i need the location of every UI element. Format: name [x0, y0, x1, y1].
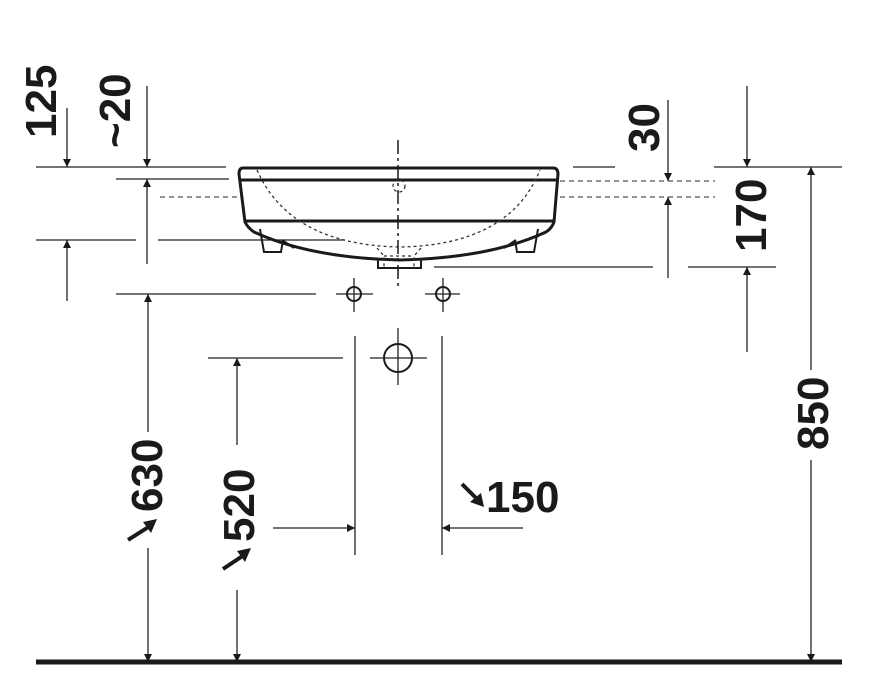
- fixing-hole-left: [336, 278, 373, 312]
- waste-outlet-symbol: [370, 328, 427, 385]
- dimension-150: 150: [273, 473, 559, 532]
- svg-text:850: 850: [789, 377, 838, 450]
- rim-reference-lines: [36, 166, 842, 359]
- svg-text:125: 125: [17, 65, 66, 138]
- fixing-hole-right: [425, 278, 460, 312]
- dimension-125: 125: [17, 65, 71, 301]
- dimension-30: 30: [620, 100, 672, 278]
- dimension-630: 630: [123, 294, 172, 662]
- svg-text:520: 520: [215, 469, 264, 542]
- svg-text:150: 150: [486, 473, 559, 522]
- washbasin-outline: [237, 166, 560, 269]
- dimension-170: 170: [727, 86, 776, 352]
- arrow-indicator-520: [221, 553, 246, 571]
- dimension-850: 850: [789, 167, 838, 662]
- arrow-indicator-150: [460, 482, 479, 501]
- svg-text:630: 630: [123, 439, 172, 512]
- arrow-indicator-630: [126, 524, 152, 542]
- dimension-520: 520: [215, 358, 264, 662]
- svg-text:170: 170: [727, 179, 776, 252]
- svg-text:~20: ~20: [91, 73, 140, 148]
- svg-text:30: 30: [620, 103, 669, 152]
- dimension-20: ~20: [91, 73, 151, 264]
